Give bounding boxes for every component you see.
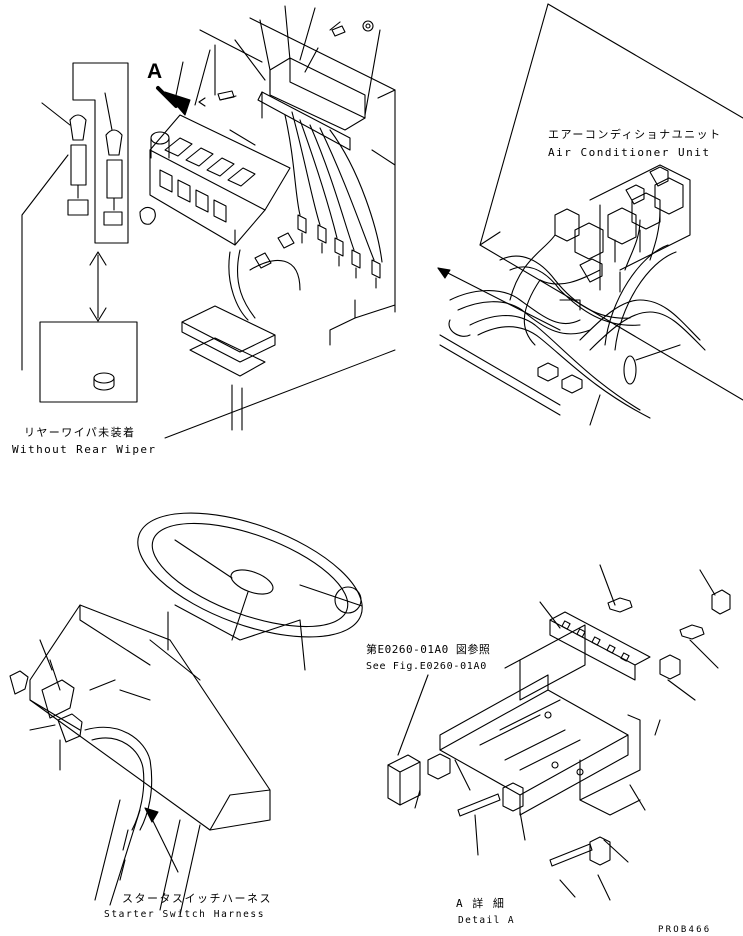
wire-harness — [228, 111, 383, 321]
rear-wiper-label-jp: リヤーワイパ未装着 — [24, 425, 135, 439]
starter-harness-label-jp: スタータスイッチハーネス — [122, 892, 272, 905]
steering-column-assembly — [9, 512, 363, 916]
detail-a-bracket — [387, 564, 731, 901]
aircon-label-jp: エアーコンディショナユニット — [548, 127, 722, 141]
rear-wiper-label-en: Without Rear Wiper — [12, 443, 156, 456]
tubes — [439, 209, 706, 419]
wiper-switch-inset — [21, 62, 138, 403]
fuse-panel-assembly — [139, 5, 396, 431]
detail-a-marker: A — [147, 60, 162, 83]
aircon-label-en: Air Conditioner Unit — [548, 146, 710, 159]
connectors — [254, 214, 381, 289]
bracket-slots — [561, 620, 630, 662]
starter-harness-label-en: Starter Switch Harness — [104, 909, 265, 920]
fuse-slots — [159, 137, 256, 223]
detail-a-label-jp: A 詳 細 — [456, 896, 505, 910]
detail-a-label-en: Detail A — [458, 915, 515, 926]
see-fig-label-en: See Fig.E0260-01A0 — [366, 661, 487, 672]
drawing-number: PROB466 — [658, 925, 711, 935]
air-conditioner-assembly — [437, 3, 743, 426]
see-fig-label-jp: 第E0260-01A0 図参照 — [366, 642, 490, 656]
relays — [554, 166, 684, 283]
